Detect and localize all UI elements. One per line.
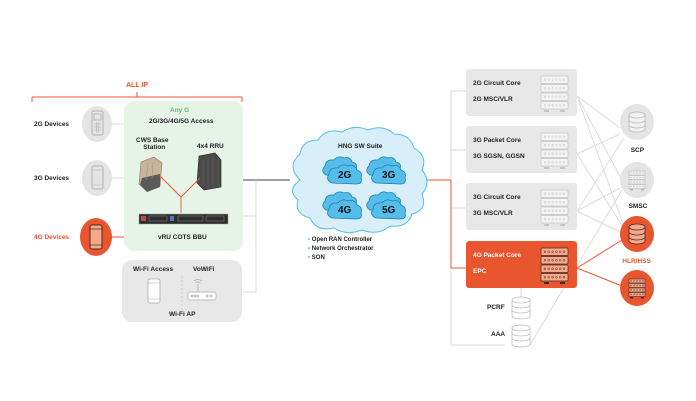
service-smsc[interactable] (620, 162, 654, 198)
cloud-icon (366, 191, 406, 220)
hng-bullet: • SON (308, 255, 325, 261)
all-ip-label: ALL IP (126, 82, 149, 89)
cloud-icon (366, 156, 406, 185)
access-panel-subtitle: 2G/3G/4G/5G Access (149, 118, 214, 125)
cloud-icon (322, 156, 362, 185)
hng-bullet: • Network Orchestrator (308, 246, 374, 252)
database-icon (628, 223, 646, 245)
all-ip-bracket (31, 92, 243, 102)
device-label-4g: 4G Devices (34, 234, 70, 241)
wifi-access-label: Wi-Fi Access (133, 266, 174, 273)
core-bus-orange (450, 180, 466, 269)
feature-phone-icon (91, 110, 104, 136)
server-rack-icon (628, 278, 646, 299)
smartphone-icon (91, 165, 104, 190)
server-rack-icon (540, 132, 569, 169)
core-box[interactable]: 2G Circuit Core 2G MSC/VLR (466, 69, 577, 116)
access-side-bus (243, 215, 257, 293)
cloud-2g[interactable]: 2G (320, 155, 364, 187)
core-title: 3G Circuit Core (473, 194, 521, 201)
cloud-3g[interactable]: 3G (364, 155, 408, 187)
core-title: 3G Packet Core (473, 137, 522, 144)
wifi-ap-label: Wi-Fi AP (169, 311, 196, 318)
smartphone-icon (89, 224, 103, 250)
cloud-label: 2G (338, 170, 352, 181)
hng-bullet: • Open RAN Controller (308, 237, 373, 243)
core-title: 2G Circuit Core (473, 80, 521, 87)
pcrf-label: PCRF (487, 304, 505, 311)
service-hlr-hss[interactable] (620, 216, 654, 252)
hng-title: HNG SW Suite (338, 143, 383, 150)
aaa-label: AAA (491, 331, 506, 338)
cloud-label: 3G (382, 170, 396, 181)
core-subtitle: 3G MSC/VLR (473, 210, 513, 217)
server-rack-icon (540, 189, 569, 226)
device-2g[interactable] (82, 106, 112, 142)
device-label-2g: 2G Devices (34, 121, 70, 128)
rru-label: 4x4 RRU (197, 143, 224, 150)
cloud-4g[interactable]: 4G (320, 190, 364, 222)
core-title: 4G Packet Core (473, 252, 522, 259)
base-station-label: CWS Base Station (136, 137, 169, 151)
service-server[interactable] (620, 270, 654, 306)
core-box[interactable]: 3G Packet Core 3G SGSN, GGSN (466, 126, 577, 173)
server-rack-icon (628, 170, 646, 191)
service-label: SMSC (628, 203, 648, 210)
service-label: HLR/HSS (622, 258, 651, 265)
cloud-5g[interactable]: 5G (364, 190, 408, 222)
hng-bullets: • Open RAN Controller • Network Orchestr… (308, 236, 373, 263)
service-label: SCP (630, 147, 645, 154)
cloud-label: 5G (382, 205, 396, 216)
service-scp[interactable] (620, 104, 654, 140)
database-icon (628, 111, 646, 133)
server-rack-icon (540, 247, 569, 284)
access-panel-title: Any G (170, 107, 190, 114)
core-subtitle: 2G MSC/VLR (473, 96, 513, 103)
cloud-label: 4G (338, 205, 352, 216)
epc-service-links (576, 239, 623, 287)
vowifi-label: VoWiFi (193, 266, 215, 273)
server-rack-icon (540, 75, 569, 112)
device-3g[interactable] (82, 160, 112, 196)
bbu-label: vRU COTS BBU (158, 234, 207, 241)
device-label-3g: 3G Devices (34, 175, 70, 182)
device-4g[interactable] (80, 218, 112, 256)
core-subtitle: EPC (473, 268, 487, 275)
cloud-icon (322, 191, 362, 220)
core-box[interactable]: 3G Circuit Core 3G MSC/VLR (466, 183, 577, 230)
core-subtitle: 3G SGSN, GGSN (473, 153, 525, 160)
